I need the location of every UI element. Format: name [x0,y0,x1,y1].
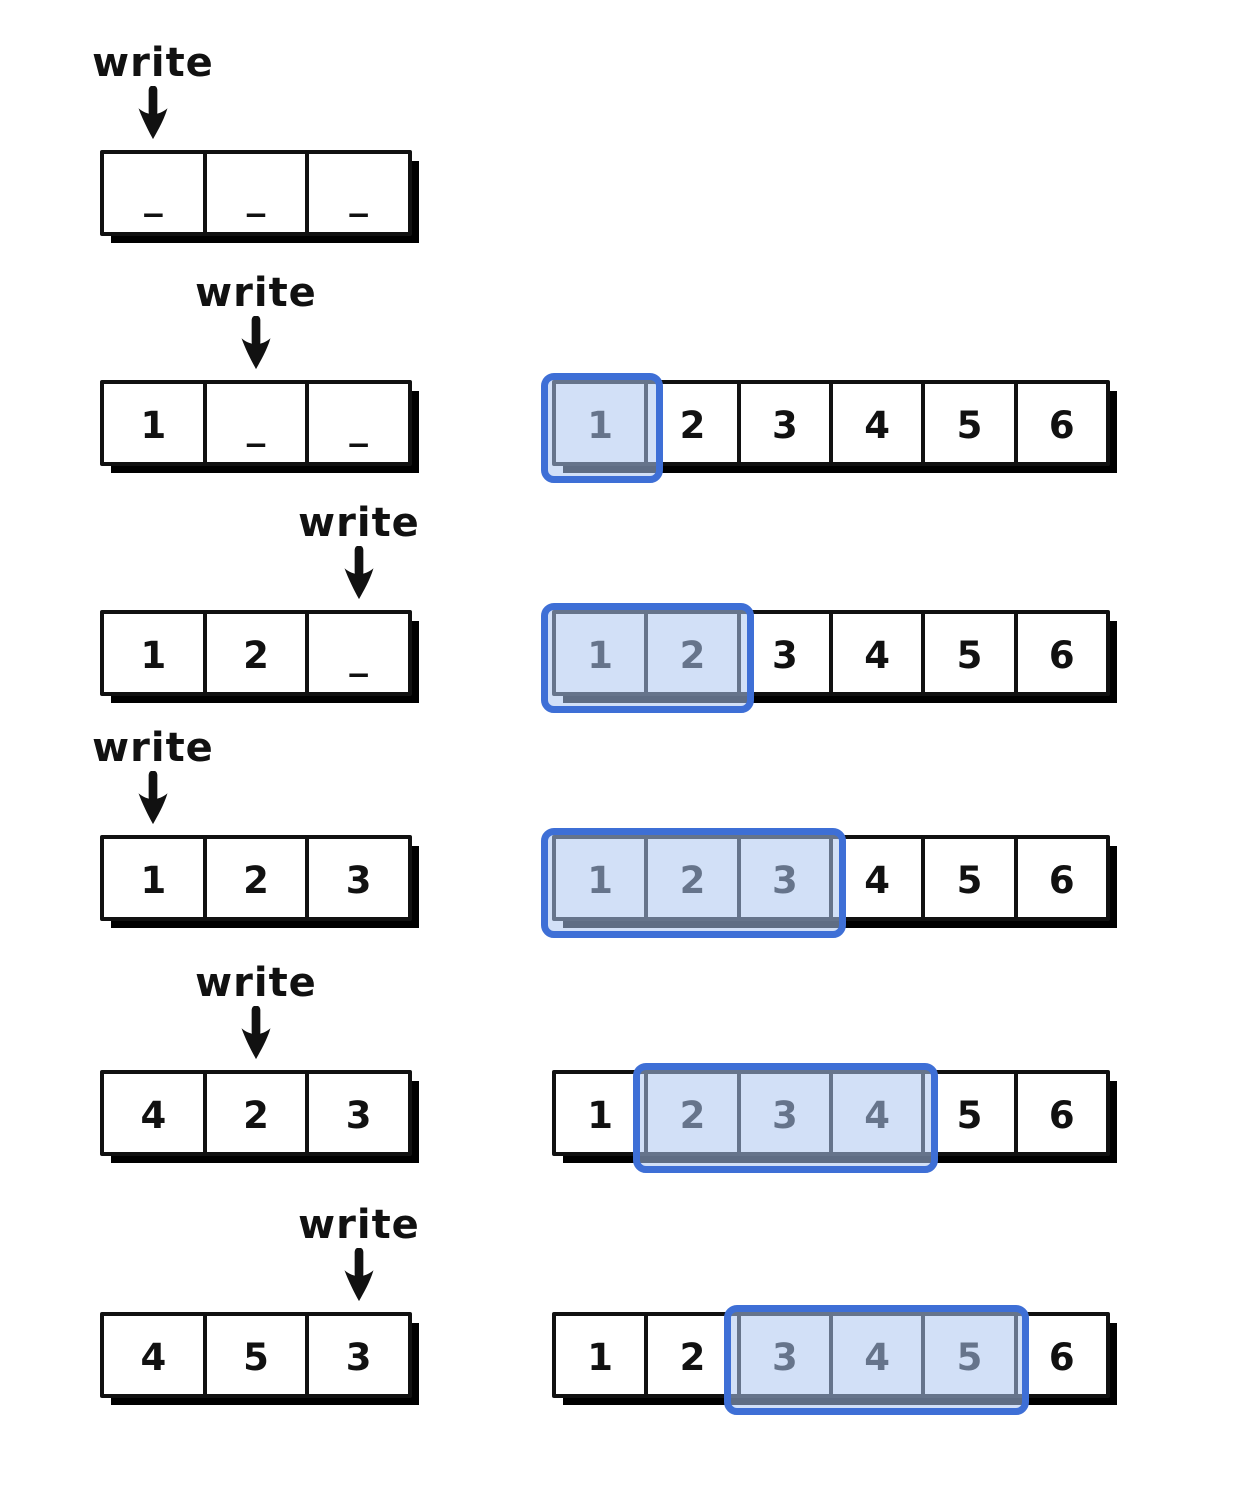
array-cell: 4 [828,839,921,917]
array-cell: 5 [921,384,1013,462]
array-cell: 3 [736,1316,829,1394]
array-cell: 2 [644,1316,736,1394]
array-cell: 4 [828,1316,921,1394]
array-cell: 5 [921,1316,1013,1394]
array-cell: 3 [736,839,829,917]
buffer-cell: _ [305,384,408,462]
buffer-cell: 3 [305,1074,408,1152]
down-arrow-icon [138,771,168,825]
buffer-cell: 4 [140,1335,167,1379]
down-arrow-icon [344,1248,374,1302]
array-cell: 5 [921,839,1013,917]
buffer-cell: 3 [305,839,408,917]
down-arrow-icon [241,316,271,370]
buffer-cell: 5 [202,1316,306,1394]
array-cell: 3 [736,384,829,462]
stream-array: 1 2 3 4 5 6 [541,373,1110,483]
write-pointer: write [289,502,429,606]
array-cell: 6 [1013,384,1106,462]
stream-array: 1 2 3 4 5 6 [541,828,1110,938]
down-arrow-icon [138,86,168,140]
down-arrow-icon [241,1006,271,1060]
ring-buffer: 4 2 3 [100,1070,412,1156]
array-cell: 3 [736,614,829,692]
array-cell: 6 [1013,1074,1106,1152]
array-cell: 2 [644,1074,736,1152]
write-label: write [298,1202,420,1248]
ring-buffer: 1 _ _ [100,380,412,466]
write-pointer: write [186,962,326,1066]
array-cell: 2 [644,839,736,917]
stream-array: 1 2 3 4 5 6 [541,603,1110,713]
array-cell: 6 [1013,839,1106,917]
write-label: write [195,960,317,1006]
array-cell: 2 [644,614,736,692]
buffer-cell: 2 [202,839,306,917]
buffer-cell: _ [305,614,408,692]
array-cell: 1 [587,633,614,677]
array-cell: 6 [1013,614,1106,692]
buffer-cell: 3 [305,1316,408,1394]
write-label: write [92,40,214,86]
write-label: write [298,500,420,546]
buffer-cell: 4 [140,1093,167,1137]
array-cell: 4 [828,384,921,462]
write-pointer: write [83,42,223,146]
ring-buffer: 4 5 3 [100,1312,412,1398]
ring-buffer: 1 2 _ [100,610,412,696]
buffer-cell: 1 [140,403,167,447]
buffer-cell: 1 [140,633,167,677]
buffer-cell: _ [202,384,306,462]
stream-array: 1 2 3 4 5 6 [552,1305,1110,1415]
array-cell: 5 [921,1074,1013,1152]
buffer-cell: _ [202,154,306,232]
array-cell: 4 [828,1074,921,1152]
down-arrow-icon [344,546,374,600]
array-cell: 1 [587,403,614,447]
ring-buffer: _ _ _ [100,150,412,236]
write-pointer: write [83,727,223,831]
write-pointer: write [289,1204,429,1308]
ring-buffer: 1 2 3 [100,835,412,921]
buffer-cell: _ [144,173,163,217]
buffer-cell: _ [305,154,408,232]
array-cell: 2 [644,384,736,462]
buffer-cell: 2 [202,614,306,692]
write-label: write [92,725,214,771]
array-cell: 1 [587,1335,614,1379]
array-cell: 6 [1013,1316,1106,1394]
stream-array: 1 2 3 4 5 6 [552,1063,1110,1173]
buffer-cell: 2 [202,1074,306,1152]
array-cell: 5 [921,614,1013,692]
write-label: write [195,270,317,316]
write-pointer: write [186,272,326,376]
array-cell: 4 [828,614,921,692]
array-cell: 3 [736,1074,829,1152]
buffer-cell: 1 [140,858,167,902]
array-cell: 1 [587,858,614,902]
array-cell: 1 [587,1093,614,1137]
